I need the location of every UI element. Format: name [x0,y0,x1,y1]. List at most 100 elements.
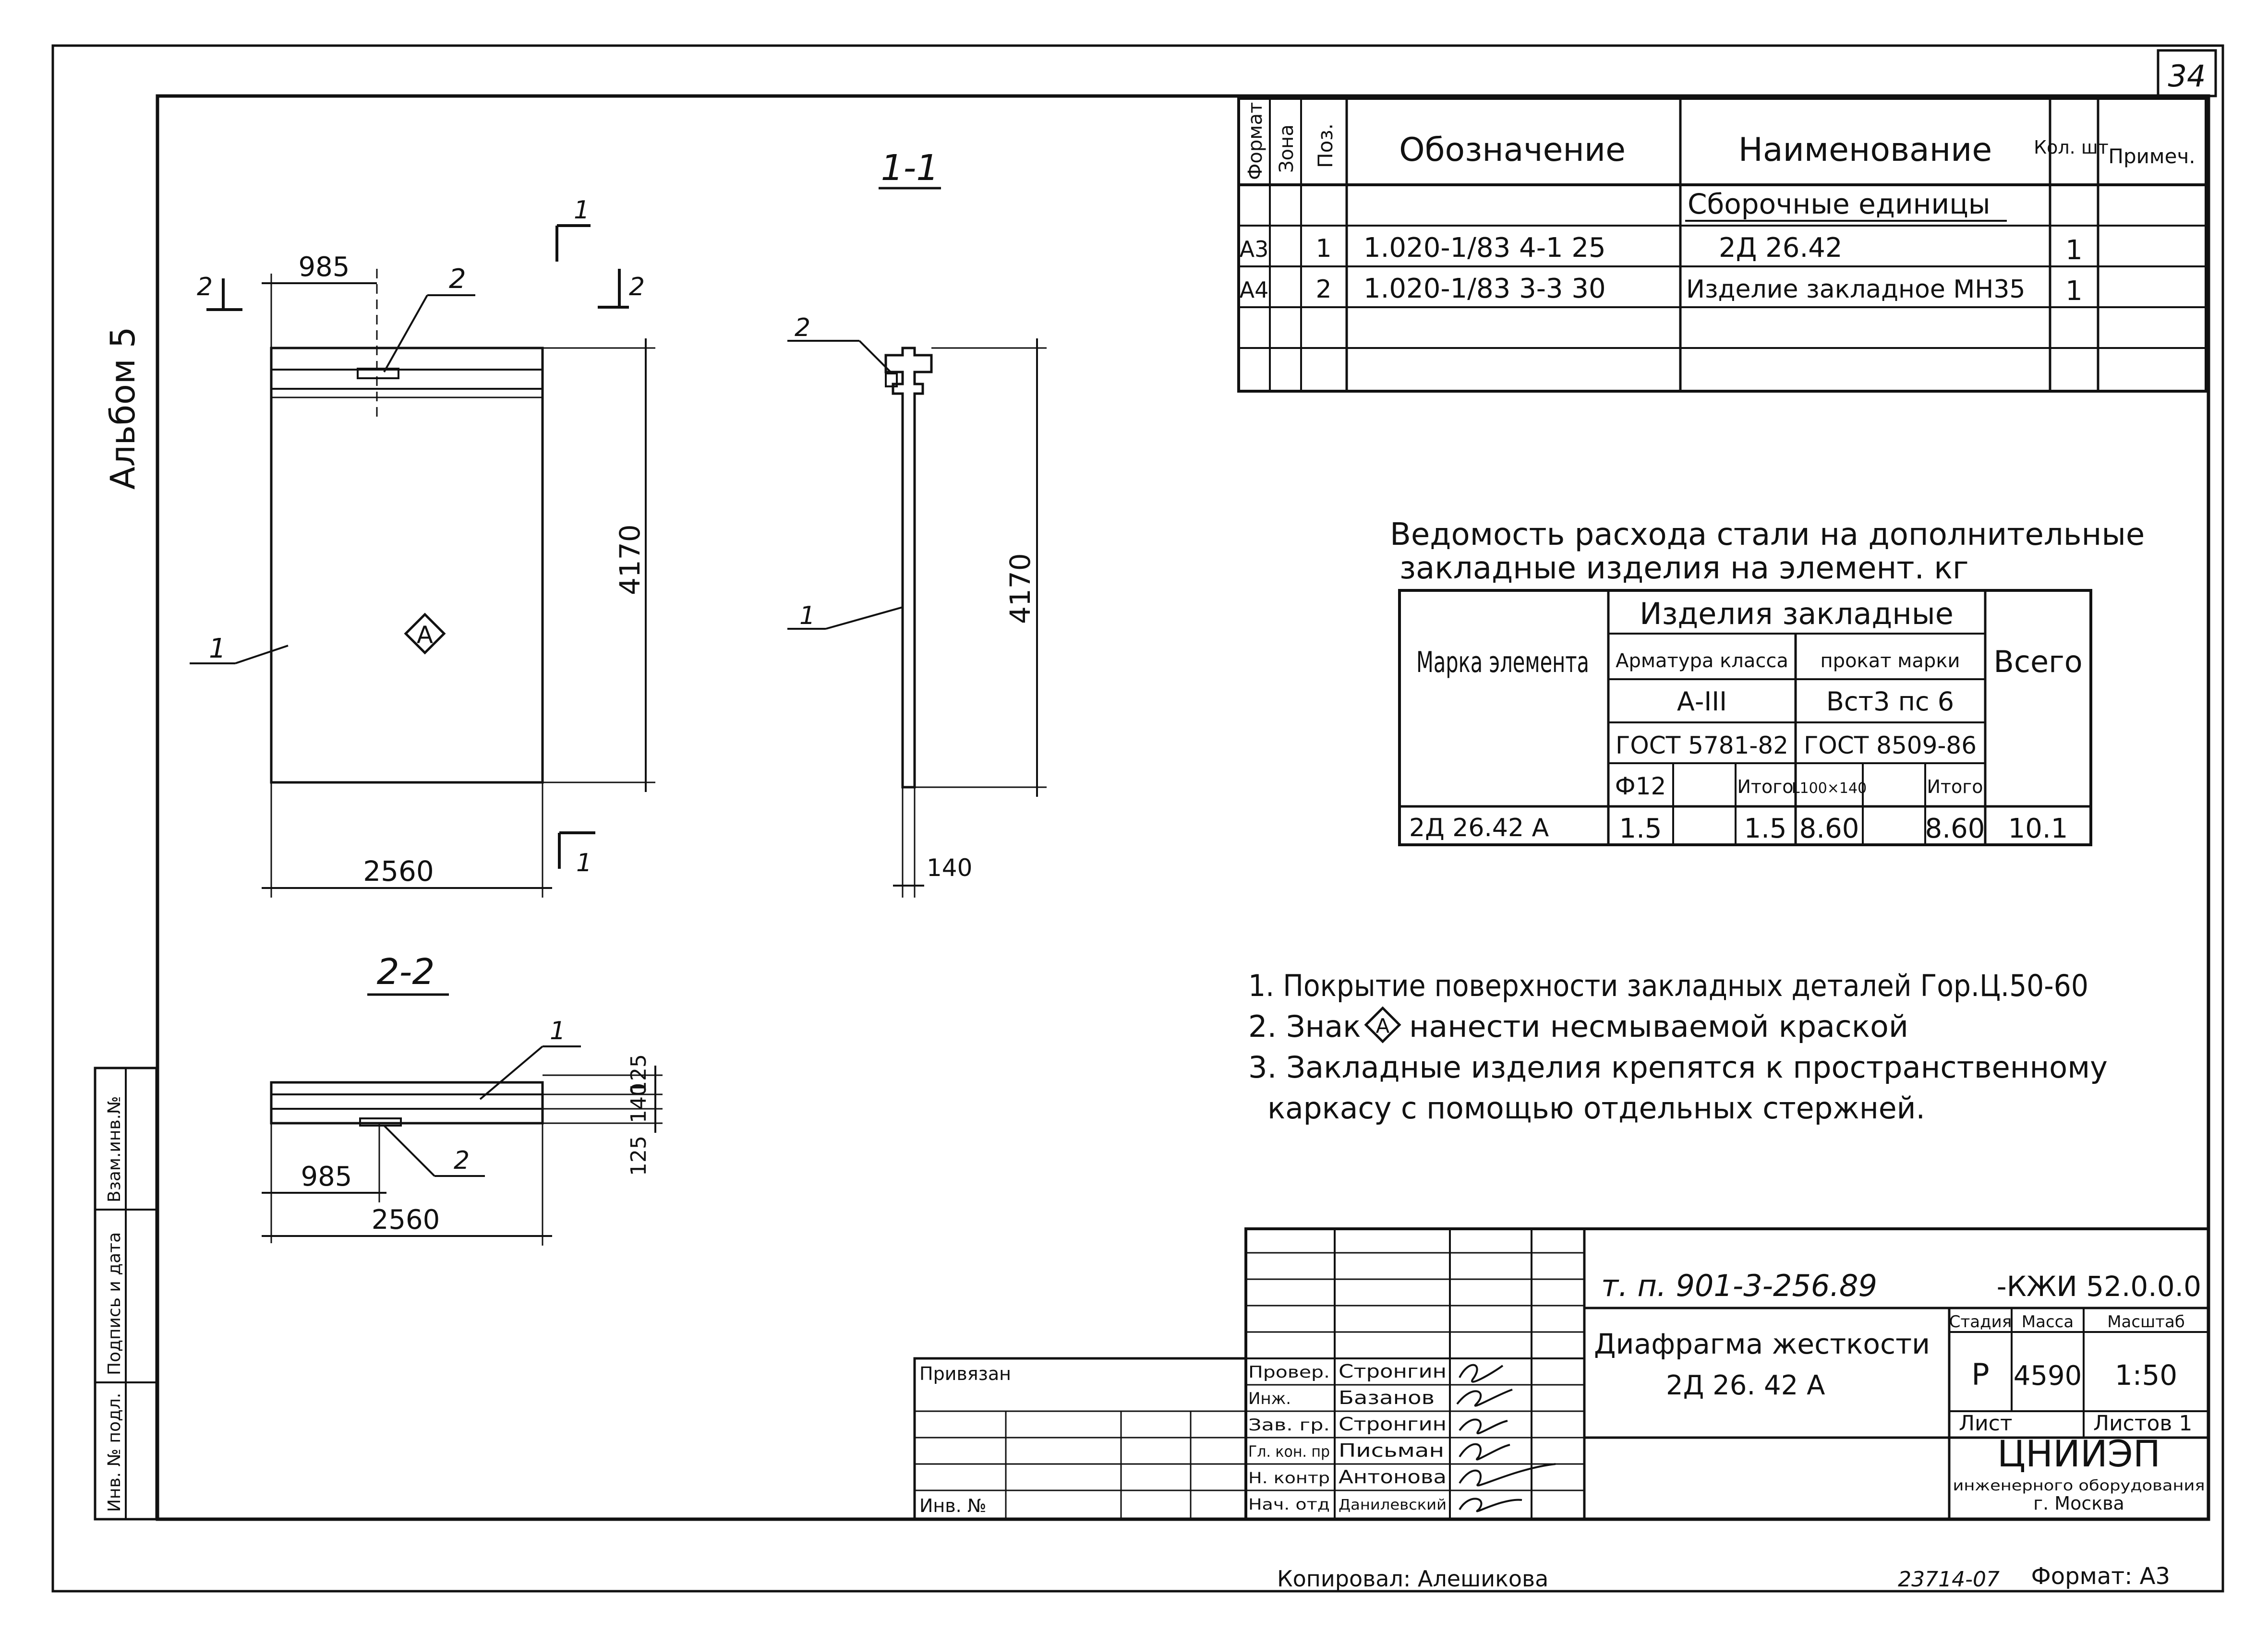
tb-sheets-h: Листов 1 [2093,1411,2192,1436]
title-block: Привязан Инв. № Провер. Инж. Зав. гр. Гл… [913,1227,2210,1521]
section-mark-1-top: 1 [574,196,590,225]
tb-stage-h: Стадия [1949,1312,2012,1332]
steel-title: Ведомость расхода стали на дополнительны… [1390,517,2155,586]
section-mark-2-right: 2 [629,273,645,301]
note-1: 1. Покрытие поверхности закладных детале… [1248,968,2088,1003]
steel-col-total: Всего [1993,644,2082,679]
section-2-2-title: 2-2 [377,951,435,993]
tb-role-5: Н. контр [1248,1469,1330,1487]
note-2a: 2. Знак [1248,1009,1361,1044]
note-mark-diamond-icon [1364,1006,1401,1044]
steel-row-d12: 1.5 [1619,813,1662,844]
section-mark-1-bottom: 1 [576,849,592,877]
front-callout-2: 2 [449,264,466,295]
tb-org-sub1: инженерного оборудования [1953,1477,2205,1494]
tb-scale-h: Масштаб [2107,1312,2185,1332]
s22-callout-2: 2 [454,1146,470,1175]
order-no: 23714-07 [1898,1567,2000,1592]
steel-row-mark: 2Д 26.42 А [1409,814,1549,842]
steel-row-rebar-total: 1.5 [1744,813,1786,844]
spec-r1-designation: 1.020-1/83 4-1 25 [1363,232,1606,264]
note-mark-a: А [1376,1014,1390,1038]
note-3: 3. Закладные изделия крепятся к простран… [1248,1050,2108,1085]
steel-h-d12: Ф12 [1615,772,1666,800]
mark-a: А [417,621,433,649]
s11-callout-2: 2 [795,313,810,342]
spec-table: Формат Зона Поз. Обозначение Наименовани… [1237,97,2208,393]
sheet-number-box [2157,49,2217,97]
steel-rebar-class: А-III [1677,686,1727,717]
spec-r1-pos: 1 [1315,234,1331,263]
steel-col-mark: Марка элемента [1416,646,1589,679]
tb-name-1: Стронгин [1339,1361,1447,1382]
steel-gost-rolled: ГОСТ 8509-86 [1804,732,1977,759]
copied-by: Копировал: Алешикова [1277,1566,1548,1592]
tb-role-3: Зав. гр. [1248,1416,1330,1435]
spec-r1-qty: 1 [2065,235,2083,266]
front-callout-1: 1 [209,633,226,664]
steel-h-l: L100×140 [1792,780,1867,797]
spec-h-qty: Кол. шт. [2034,137,2114,158]
mark-a-diamond-icon [404,612,446,655]
spec-r2-qty: 1 [2065,276,2083,307]
tb-role-2: Инж. [1248,1389,1291,1408]
s22-callout-1: 1 [550,1017,566,1045]
section-2-2-view: 2-2 1 2 985 2560 125 140 125 [262,951,663,1246]
front-dim-2560: 2560 [363,855,434,888]
s11-dim-4170: 4170 [1004,553,1037,624]
steel-row-total: 10.1 [2008,813,2068,844]
steel-title-text-line2: закладные изделия на элемент. кг [1399,551,1969,586]
sheet-number: 34 [2168,59,2206,94]
spec-r2-name: Изделие закладное МН35 [1686,275,2026,304]
note-3b: каркасу с помощью отдельных стержней. [1267,1091,1925,1126]
steel-sub-rolled: прокат марки [1821,650,1960,672]
tb-org: ЦНИИЭП [1997,1432,2160,1475]
notes: 1. Покрытие поверхности закладных детале… [1248,968,2108,1126]
tb-code: -КЖИ 52.0.0.0 [1997,1270,2201,1303]
tb-role-6: Нач. отд [1248,1495,1330,1513]
tb-title-1: Диафрагма жесткости [1594,1328,1930,1360]
spec-r2-designation: 1.020-1/83 3-3 30 [1363,273,1606,304]
front-view: А 1 2 985 2560 4170 1 1 2 [190,196,655,898]
signatures-icon [1456,1364,1556,1512]
spec-section-title: Сборочные единицы [1688,188,1991,220]
s22-dim-2560: 2560 [372,1204,440,1236]
steel-h-rolled-total: Итого [1927,776,1983,797]
tb-name-3: Стронгин [1339,1414,1447,1435]
tb-sheet-h: Лист [1959,1411,2013,1436]
spec-h-designation: Обозначение [1399,131,1626,169]
tb-scale: 1:50 [2115,1359,2177,1392]
steel-rolled-grade: Вст3 пс 6 [1826,686,1954,717]
tb-bound: Привязан [919,1363,1011,1384]
front-dim-985: 985 [299,252,350,283]
section-1-1-title: 1-1 [881,147,939,189]
spec-h-note: Примеч. [2108,144,2195,168]
s22-dim-140: 140 [627,1083,651,1123]
section-1-1-view: 1-1 2 1 4170 140 [787,147,1047,898]
tb-mass-h: Масса [2022,1312,2074,1332]
tb-name-6: Данилевский [1339,1497,1447,1513]
tb-project: т. п. 901-3-256.89 [1601,1268,1877,1303]
s22-dim-125-top: 125 [627,1054,651,1094]
stamp-inv-label: Инв. № подл. [105,1393,124,1512]
s11-dim-140: 140 [927,854,972,882]
steel-table: Ведомость расхода стали на дополнительны… [1390,517,2155,846]
steel-row-rolled-total: 8.60 [1925,813,1985,844]
steel-sub-rebar: Арматура класса [1616,650,1788,672]
steel-gost-rebar: ГОСТ 5781-82 [1616,732,1788,759]
tb-role-1: Провер. [1248,1363,1330,1382]
spec-h-pos: Поз. [1314,123,1337,168]
spec-h-name: Наименование [1738,131,1992,169]
outer-frame [51,44,2224,1593]
side-stamp: Инв. № подл. Подпись и дата Взам.инв.№ [94,1067,158,1521]
steel-title-text: Ведомость расхода стали на дополнительны… [1390,517,2145,552]
tb-inv: Инв. № [919,1495,986,1516]
stamp-replace-label: Взам.инв.№ [105,1096,124,1202]
spec-r2-format: А4 [1240,277,1269,303]
steel-h-rebar-total: Итого [1737,776,1793,797]
section-mark-2-left: 2 [197,273,213,301]
tb-org-sub2: г. Москва [2033,1493,2124,1514]
note-2b: нанести несмываемой краской [1409,1009,1908,1044]
format-label: Формат: А3 [2031,1563,2170,1590]
